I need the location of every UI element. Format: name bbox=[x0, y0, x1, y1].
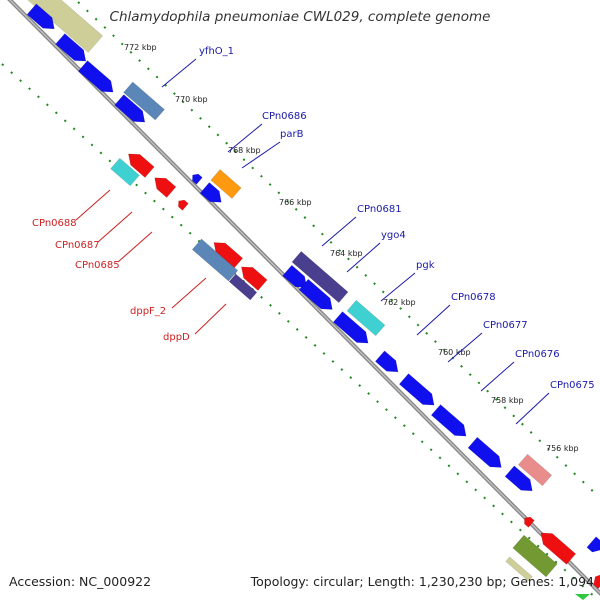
reverse-gene-arrow-3[interactable] bbox=[209, 237, 244, 270]
kbp-tick-label: 758 kbp bbox=[491, 396, 524, 405]
forward-gene-label[interactable]: ygo4 bbox=[381, 230, 406, 241]
kbp-tick-label: 764 kbp bbox=[330, 249, 363, 258]
reverse-gene-arrow-5[interactable] bbox=[522, 515, 535, 528]
reverse-gene-arrow-2[interactable] bbox=[150, 173, 177, 198]
gene-CPn0681[interactable] bbox=[291, 250, 349, 304]
label-leader-line bbox=[515, 392, 550, 425]
reverse-gene-arrow-small[interactable] bbox=[176, 198, 189, 211]
forward-gene-arrow-1[interactable] bbox=[26, 3, 59, 34]
accession-label: Accession: NC_000922 bbox=[9, 574, 152, 589]
reverse-gene-label[interactable]: CPn0685 bbox=[75, 260, 120, 271]
forward-gene-arrow-12[interactable] bbox=[467, 436, 506, 472]
forward-gene-arrow-13[interactable] bbox=[504, 465, 537, 496]
label-leader-line bbox=[75, 189, 111, 221]
gene-CPn0686[interactable] bbox=[210, 169, 242, 199]
label-leader-line bbox=[171, 277, 207, 309]
forward-gene-label[interactable]: parB bbox=[280, 129, 304, 140]
label-leader-line bbox=[346, 242, 381, 273]
kbp-tick-label: 770 kbp bbox=[175, 95, 208, 104]
gene-CPn0688[interactable] bbox=[110, 157, 140, 187]
forward-gene-arrow-5[interactable] bbox=[199, 182, 226, 208]
label-leader-line bbox=[97, 211, 133, 243]
reverse-gene-label[interactable]: CPn0687 bbox=[55, 240, 100, 251]
label-leader-line bbox=[480, 361, 515, 392]
forward-gene-arrow-14[interactable] bbox=[586, 536, 600, 555]
label-leader-line bbox=[241, 141, 281, 169]
label-leader-line bbox=[227, 123, 263, 153]
gene-yfhO_1[interactable] bbox=[123, 81, 165, 121]
forward-gene-arrow-4[interactable] bbox=[114, 94, 150, 128]
forward-gene-arrow-8[interactable] bbox=[332, 311, 372, 349]
label-leader-line bbox=[161, 58, 197, 88]
map-title: Chlamydophila pneumoniae CWL029, complet… bbox=[109, 9, 491, 25]
feature-block-khaki[interactable] bbox=[22, 0, 104, 53]
label-leader-line bbox=[321, 216, 357, 247]
label-leader-line bbox=[416, 304, 451, 336]
forward-gene-arrow-9[interactable] bbox=[374, 350, 402, 377]
reverse-gene-label[interactable]: CPn0688 bbox=[32, 218, 77, 229]
forward-gene-label[interactable]: CPn0686 bbox=[262, 111, 307, 122]
gene-CPn0675[interactable] bbox=[517, 453, 553, 487]
gene-pgk[interactable] bbox=[346, 299, 386, 337]
forward-gene-arrow-6[interactable] bbox=[282, 264, 312, 293]
kbp-tick-label: 762 kbp bbox=[383, 298, 416, 307]
label-leader-line bbox=[447, 332, 483, 363]
forward-gene-arrow-7[interactable] bbox=[298, 278, 337, 314]
gene-dppD[interactable] bbox=[228, 273, 258, 301]
forward-gene-label[interactable]: CPn0675 bbox=[550, 380, 595, 391]
forward-gene-arrow-10[interactable] bbox=[398, 373, 438, 411]
kbp-tick-label: 766 kbp bbox=[279, 198, 312, 207]
forward-gene-label[interactable]: yfhO_1 bbox=[199, 46, 234, 57]
forward-gene-label[interactable]: CPn0677 bbox=[483, 320, 528, 331]
topology-label: Topology: circular; Length: 1,230,230 bp… bbox=[250, 574, 594, 589]
reverse-gene-label[interactable]: dppF_2 bbox=[130, 306, 166, 317]
forward-gene-label[interactable]: CPn0678 bbox=[451, 292, 496, 303]
kbp-tick-label: 756 kbp bbox=[546, 444, 579, 453]
gene-dppF_2[interactable] bbox=[191, 238, 239, 282]
forward-gene-label[interactable]: CPn0676 bbox=[515, 349, 560, 360]
feature-block-olive[interactable] bbox=[512, 534, 558, 578]
reverse-gene-label[interactable]: dppD bbox=[163, 332, 190, 343]
reverse-gene-arrow-4[interactable] bbox=[237, 262, 268, 291]
forward-gene-arrow-small[interactable] bbox=[190, 172, 203, 185]
reverse-gene-arrow-1[interactable] bbox=[124, 149, 155, 178]
forward-gene-arrow-3[interactable] bbox=[77, 60, 117, 98]
kbp-tick-label: 772 kbp bbox=[124, 43, 157, 52]
label-leader-line bbox=[380, 272, 416, 302]
kbp-tick-label: 760 kbp bbox=[438, 348, 471, 357]
reverse-gene-arrow-6[interactable] bbox=[536, 528, 577, 565]
forward-gene-arrow-11[interactable] bbox=[430, 404, 470, 442]
kbp-tick-label: 768 kbp bbox=[228, 146, 261, 155]
label-leader-line bbox=[117, 231, 153, 263]
feature-block-khaki-lower[interactable] bbox=[505, 556, 533, 582]
inner-tick-track bbox=[1, 63, 597, 599]
forward-gene-label[interactable]: CPn0681 bbox=[357, 204, 402, 215]
forward-gene-label[interactable]: pgk bbox=[416, 260, 435, 271]
forward-gene-arrow-2[interactable] bbox=[55, 33, 91, 67]
label-leader-line bbox=[194, 303, 227, 335]
green-marker bbox=[575, 594, 590, 600]
